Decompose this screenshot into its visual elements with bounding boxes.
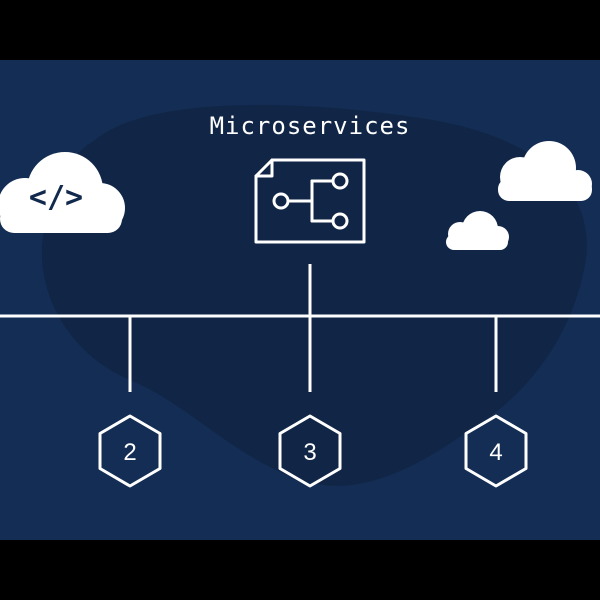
code-glyph: </> — [29, 180, 83, 215]
hexagon-icon — [278, 414, 342, 488]
diagram-title: Microservices — [210, 112, 411, 140]
cloud-code-icon: </> — [0, 152, 125, 233]
hexagon-icon — [464, 414, 528, 488]
node-label: 2 — [123, 439, 136, 466]
bottom-frame-bar — [0, 540, 600, 600]
hexagon-node-2: 2 — [98, 414, 162, 488]
node-label: 3 — [303, 439, 316, 466]
hexagon-node-3: 3 — [278, 414, 342, 488]
top-frame-bar — [0, 0, 600, 60]
service-document-icon — [254, 158, 366, 244]
connector-lines — [0, 264, 600, 392]
background-blob — [41, 104, 587, 486]
node-label: 4 — [489, 439, 502, 466]
small-cloud-icon — [446, 211, 509, 250]
cloud-icon — [498, 141, 592, 201]
hexagon-node-4: 4 — [464, 414, 528, 488]
hexagon-icon — [98, 414, 162, 488]
